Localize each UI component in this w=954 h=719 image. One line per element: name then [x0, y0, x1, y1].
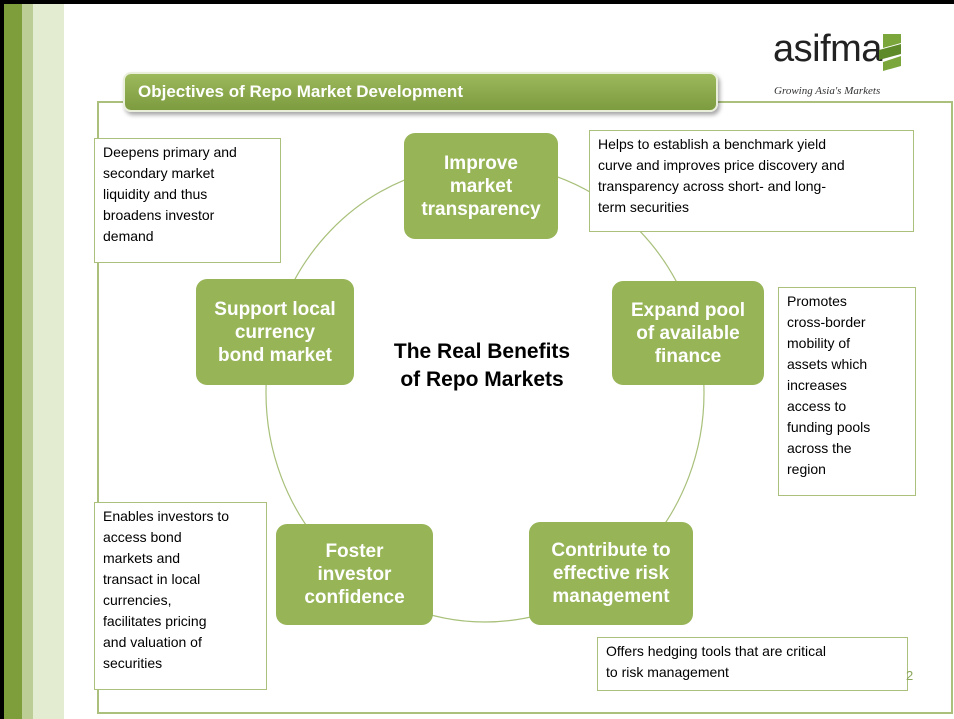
center-title: The Real Benefits of Repo Markets [393, 340, 571, 391]
note-top-right: Helps to establish a benchmark yield cur… [589, 130, 914, 232]
node-risk-management: Contribute to effective risk management [529, 522, 693, 625]
node-investor-confidence: Foster investor confidence [276, 524, 433, 625]
side-bar-light [33, 4, 64, 719]
node-improve-transparency: Improve market transparency [404, 133, 558, 239]
logo-stripes-icon [879, 34, 901, 71]
logo-wordmark: asifma [773, 28, 882, 70]
note-right: Promotes cross-border mobility of assets… [778, 287, 916, 496]
asifma-logo: asifma Growing Asia's Markets [773, 28, 903, 98]
side-bar-dark [4, 4, 22, 719]
node-expand-finance: Expand pool of available finance [612, 281, 764, 385]
logo-tagline: Growing Asia's Markets [774, 85, 881, 97]
note-top-left: Deepens primary and secondary market liq… [94, 138, 281, 263]
note-bottom-right: Offers hedging tools that are critical t… [597, 637, 908, 691]
note-bottom-left: Enables investors to access bond markets… [94, 502, 267, 690]
side-bar-mid [22, 4, 33, 719]
node-support-bond-market: Support local currency bond market [196, 279, 354, 385]
slide-title: Objectives of Repo Market Development [123, 72, 718, 112]
page-number: 2 [906, 668, 914, 683]
